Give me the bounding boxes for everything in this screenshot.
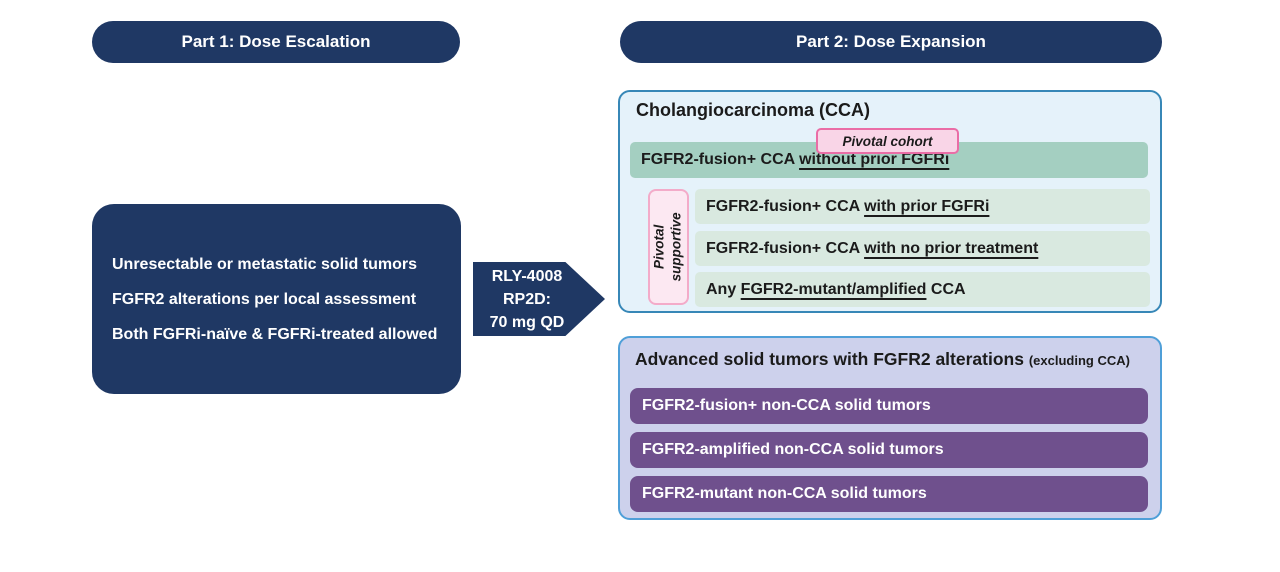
cohort-bar-non-cca: FGFR2-fusion+ non-CCA solid tumors xyxy=(630,388,1148,424)
pivotal-cohort-badge-label: Pivotal cohort xyxy=(842,133,933,149)
cohort-bar-supportive: Any FGFR2-mutant/amplified CCA xyxy=(695,272,1150,307)
pivotal-cohort-badge: Pivotal cohort xyxy=(816,128,959,154)
eligibility-criteria-box: Unresectable or metastatic solid tumors … xyxy=(92,204,461,394)
eligibility-criterion: Unresectable or metastatic solid tumors xyxy=(112,255,417,273)
eligibility-criterion: Both FGFRi-naïve & FGFRi-treated allowed xyxy=(112,325,438,343)
arrow-line-rp2d: RP2D: xyxy=(502,290,551,308)
cohort-text: FGFR2-fusion+ non-CCA solid tumors xyxy=(642,397,931,414)
cohort-text: FGFR2-amplified non-CCA solid tumors xyxy=(642,441,944,458)
part1-header-pill: Part 1: Dose Escalation xyxy=(92,21,460,63)
non-cca-panel-title-note: (excluding CCA) xyxy=(1028,353,1130,368)
arrow-line-dose: 70 mg QD xyxy=(489,313,565,331)
cohort-bar-non-cca: FGFR2-mutant non-CCA solid tumors xyxy=(630,476,1148,512)
cohort-text: FGFR2-fusion+ CCA without prior FGFRi xyxy=(641,151,950,168)
part2-header-pill: Part 2: Dose Expansion xyxy=(620,21,1162,63)
cohort-text: FGFR2-fusion+ CCA with no prior treatmen… xyxy=(706,239,1039,257)
part1-header-label: Part 1: Dose Escalation xyxy=(181,32,371,51)
non-cca-panel-title: Advanced solid tumors with FGFR2 alterat… xyxy=(635,349,1130,369)
cca-panel-title: Cholangiocarcinoma (CCA) xyxy=(636,100,871,120)
cohort-text: Any FGFR2-mutant/amplified CCA xyxy=(706,280,966,298)
rp2d-dose-arrow: RLY-4008 RP2D: 70 mg QD xyxy=(473,262,605,336)
eligibility-criterion: FGFR2 alterations per local assessment xyxy=(112,290,417,308)
part2-header-label: Part 2: Dose Expansion xyxy=(796,32,986,51)
pivotal-supportive-label: Pivotal supportive xyxy=(651,212,684,282)
pivotal-supportive-label-box: Pivotal supportive xyxy=(648,189,689,305)
cohort-bar-supportive: FGFR2-fusion+ CCA with prior FGFRi xyxy=(695,189,1150,224)
arrow-line-drug: RLY-4008 xyxy=(491,267,563,285)
cohort-text: FGFR2-mutant non-CCA solid tumors xyxy=(642,485,927,502)
cohort-text: FGFR2-fusion+ CCA with prior FGFRi xyxy=(706,197,990,215)
cca-panel: Cholangiocarcinoma (CCA) Pivotal cohort … xyxy=(618,90,1162,313)
non-cca-panel: Advanced solid tumors with FGFR2 alterat… xyxy=(618,336,1162,520)
cohort-bar-non-cca: FGFR2-amplified non-CCA solid tumors xyxy=(630,432,1148,468)
cohort-bar-supportive: FGFR2-fusion+ CCA with no prior treatmen… xyxy=(695,231,1150,266)
